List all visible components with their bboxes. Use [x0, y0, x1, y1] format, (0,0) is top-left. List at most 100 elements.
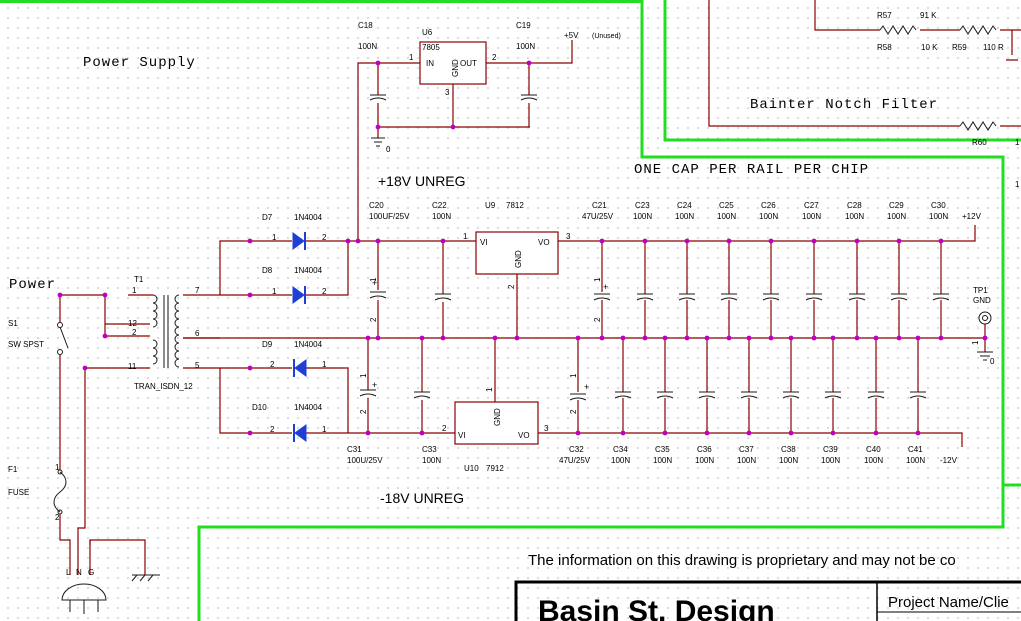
gnd-5v-label: 0: [386, 145, 391, 154]
c35-cap-icon: [656, 391, 674, 399]
svg-text:1: 1: [322, 360, 327, 369]
d9-diode-icon: [293, 359, 307, 377]
c41-ref: C41: [908, 445, 923, 454]
bottom-cap-c38: C38 100N: [779, 338, 800, 465]
u6-body: [419, 41, 487, 85]
c28-value: 100N: [845, 212, 864, 221]
c26-cap-icon: [762, 293, 780, 301]
c33-ref: C33: [422, 445, 437, 454]
fuse-ref: F1: [8, 465, 18, 474]
decoupling-note: ONE CAP PER RAIL PER CHIP: [634, 162, 869, 178]
c20-ref: C20: [369, 201, 384, 210]
svg-text:VO: VO: [538, 238, 550, 247]
chassis-ground-icon: [131, 574, 160, 582]
c33-value: 100N: [422, 456, 441, 465]
d7-diode-icon: [292, 232, 306, 250]
svg-text:1: 1: [322, 425, 327, 434]
svg-text:1: 1: [55, 463, 60, 472]
r57-ref: R57: [877, 11, 892, 20]
c41-cap-icon: [909, 391, 927, 399]
c36-value: 100N: [695, 456, 714, 465]
switch-name: SW SPST: [8, 340, 44, 349]
c19-cap-icon: [520, 94, 538, 101]
svg-text:2: 2: [270, 360, 275, 369]
svg-text:1: 1: [369, 277, 378, 282]
u10-part: 7912: [486, 464, 504, 473]
c31-ref: C31: [347, 445, 362, 454]
c22-cap-icon: [434, 293, 452, 301]
ground-label: 0: [990, 357, 995, 366]
c20-value: 100UF/25V: [369, 212, 410, 221]
c27-ref: C27: [804, 201, 819, 210]
plug-pin-l: L: [66, 568, 71, 577]
c25-cap-icon: [720, 293, 738, 301]
svg-text:1: 1: [485, 387, 494, 392]
u10-ref: U10: [464, 464, 479, 473]
c25-value: 100N: [717, 212, 736, 221]
c39-cap-icon: [824, 391, 842, 399]
svg-text:2: 2: [322, 233, 327, 242]
notch-section-title: Bainter Notch Filter: [750, 97, 938, 113]
d9-part: 1N4004: [294, 340, 323, 349]
svg-text:1: 1: [569, 373, 578, 378]
svg-text:1: 1: [359, 373, 368, 378]
c32-cap-icon: [569, 393, 587, 401]
fuse-icon: [53, 471, 67, 513]
svg-text:3: 3: [445, 88, 450, 97]
c30-ref: C30: [931, 201, 946, 210]
svg-text:2: 2: [442, 424, 447, 433]
u6-ref: U6: [422, 28, 433, 37]
c18-cap-icon: [369, 94, 387, 101]
svg-text:OUT: OUT: [460, 59, 477, 68]
c41-value: 100N: [906, 456, 925, 465]
svg-text:6: 6: [195, 329, 200, 338]
svg-text:VI: VI: [458, 431, 466, 440]
svg-text:2: 2: [132, 328, 137, 337]
d8-diode-icon: [292, 286, 306, 304]
c40-ref: C40: [866, 445, 881, 454]
svg-text:2: 2: [593, 317, 602, 322]
svg-text:GND: GND: [493, 408, 502, 426]
tp1-name: GND: [973, 296, 991, 305]
c38-ref: C38: [781, 445, 796, 454]
svg-text:+: +: [372, 278, 377, 288]
d10-ref: D10: [252, 403, 267, 412]
svg-text:1: 1: [593, 277, 602, 282]
top-decoupling-caps: C23100NC24100NC25100NC26100NC27100NC2810…: [633, 201, 950, 338]
c28-cap-icon: [848, 293, 866, 301]
plus12-label: +12V: [962, 212, 982, 221]
minus12-label: -12V: [940, 456, 958, 465]
bottom-decoupling-caps: C34100NC35100NC36100NC37100NC38100NC3910…: [611, 338, 927, 465]
positive-rail-section: + 1 2 VI VO GND 1 3 2 U9 7812 + 1 2 C20 …: [348, 201, 982, 338]
svg-text:1: 1: [272, 233, 277, 242]
company-name: Basin St. Design: [538, 595, 775, 621]
junction-dots: [57, 60, 988, 436]
svg-text:2: 2: [569, 409, 578, 414]
c21-value: 47U/25V: [582, 212, 614, 221]
top-cap-c23: C23 100N: [633, 201, 654, 338]
d10-diode-icon: [293, 424, 307, 442]
d7-part: 1N4004: [294, 213, 323, 222]
c30-cap-icon: [932, 293, 950, 301]
notch-filter-fragment: R57 91 K R58 10 K R59 110 R R60 1 1: [708, 0, 1021, 189]
svg-text:3: 3: [544, 424, 549, 433]
c29-cap-icon: [890, 293, 908, 301]
svg-text:3: 3: [566, 232, 571, 241]
c23-value: 100N: [633, 212, 652, 221]
svg-text:12: 12: [128, 319, 137, 328]
proprietary-notice: The information on this drawing is propr…: [528, 552, 956, 569]
c37-ref: C37: [739, 445, 754, 454]
c38-value: 100N: [779, 456, 798, 465]
svg-text:2: 2: [55, 513, 60, 522]
power-label: Power: [9, 277, 56, 293]
minus-rail-label: -18V UNREG: [380, 490, 464, 506]
c33-cap-icon: [413, 391, 431, 399]
c23-ref: C23: [635, 201, 650, 210]
c39-ref: C39: [823, 445, 838, 454]
